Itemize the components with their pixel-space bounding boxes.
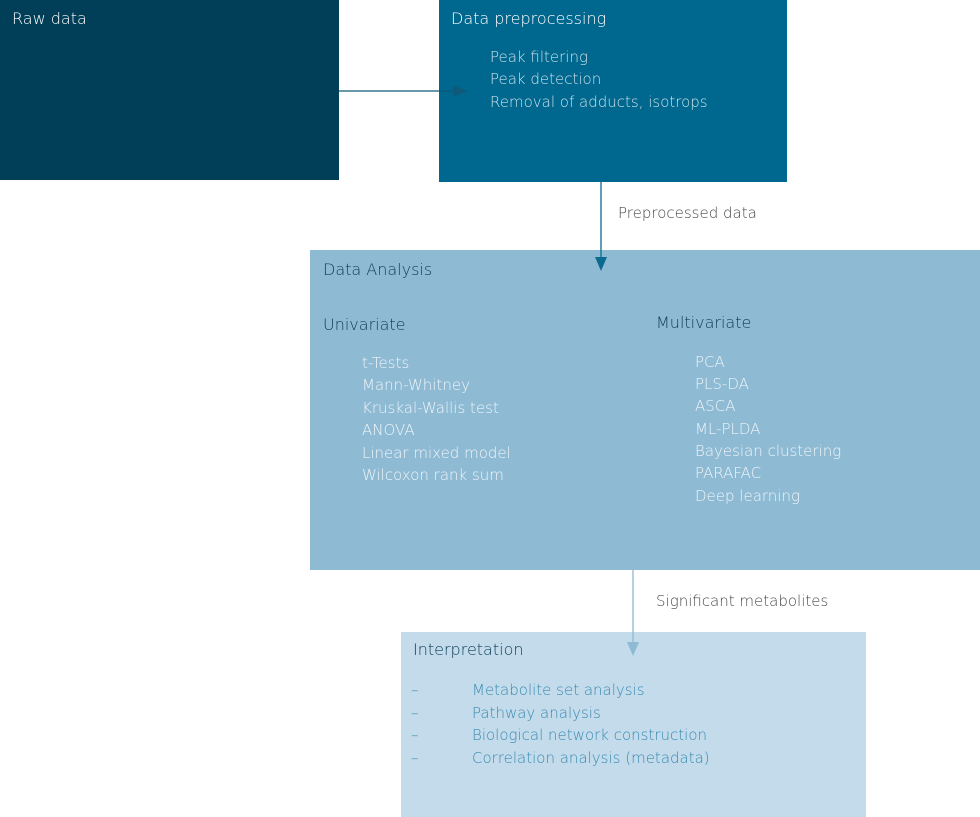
raw-data-box: Raw data: [0, 0, 339, 180]
preprocessing-item: Peak detection: [490, 70, 602, 88]
univariate-item: Wilcoxon rank sum: [362, 466, 504, 484]
preprocessing-item: Removal of adducts, isotrops: [490, 93, 708, 111]
multivariate-item: PARAFAC: [695, 464, 762, 482]
interpretation-item: Pathway analysis: [472, 704, 601, 722]
data-analysis-title: Data Analysis: [323, 260, 433, 279]
preprocessing-box: Data preprocessing Peak filtering Peak d…: [439, 0, 787, 182]
bullet-dash: –: [411, 681, 419, 699]
multivariate-item: Bayesian clustering: [695, 442, 842, 460]
bullet-dash: –: [411, 726, 419, 744]
preprocessed-data-label: Preprocessed data: [618, 204, 757, 222]
univariate-heading: Univariate: [323, 315, 406, 334]
interpretation-title: Interpretation: [413, 640, 524, 659]
interpretation-item: Metabolite set analysis: [472, 681, 645, 699]
significant-metabolites-label: Significant metabolites: [656, 592, 829, 610]
bullet-dash: –: [411, 704, 419, 722]
univariate-item: t-Tests: [362, 354, 410, 372]
multivariate-item: Deep learning: [695, 487, 800, 505]
preprocessing-item: Peak filtering: [490, 48, 588, 66]
bullet-dash: –: [411, 749, 419, 767]
multivariate-item: PCA: [695, 353, 725, 371]
univariate-item: Linear mixed model: [362, 444, 511, 462]
multivariate-heading: Multivariate: [656, 313, 752, 332]
arrowhead-icon: [627, 642, 639, 656]
preprocessing-title: Data preprocessing: [451, 9, 607, 28]
univariate-item: ANOVA: [362, 421, 415, 439]
multivariate-item: PLS-DA: [695, 375, 749, 393]
data-analysis-box: Data Analysis Univariate t-Tests Mann-Wh…: [310, 250, 980, 570]
raw-data-title: Raw data: [12, 9, 87, 28]
univariate-item: Mann-Whitney: [362, 376, 470, 394]
interpretation-box: Interpretation – Metabolite set analysis…: [401, 632, 866, 817]
arrowhead-icon: [595, 257, 607, 271]
arrowhead-icon: [453, 85, 467, 97]
multivariate-item: ML-PLDA: [695, 420, 761, 438]
interpretation-item: Correlation analysis (metadata): [472, 749, 710, 767]
univariate-item: Kruskal-Wallis test: [362, 399, 499, 417]
interpretation-item: Biological network construction: [472, 726, 708, 744]
multivariate-item: ASCA: [695, 397, 736, 415]
